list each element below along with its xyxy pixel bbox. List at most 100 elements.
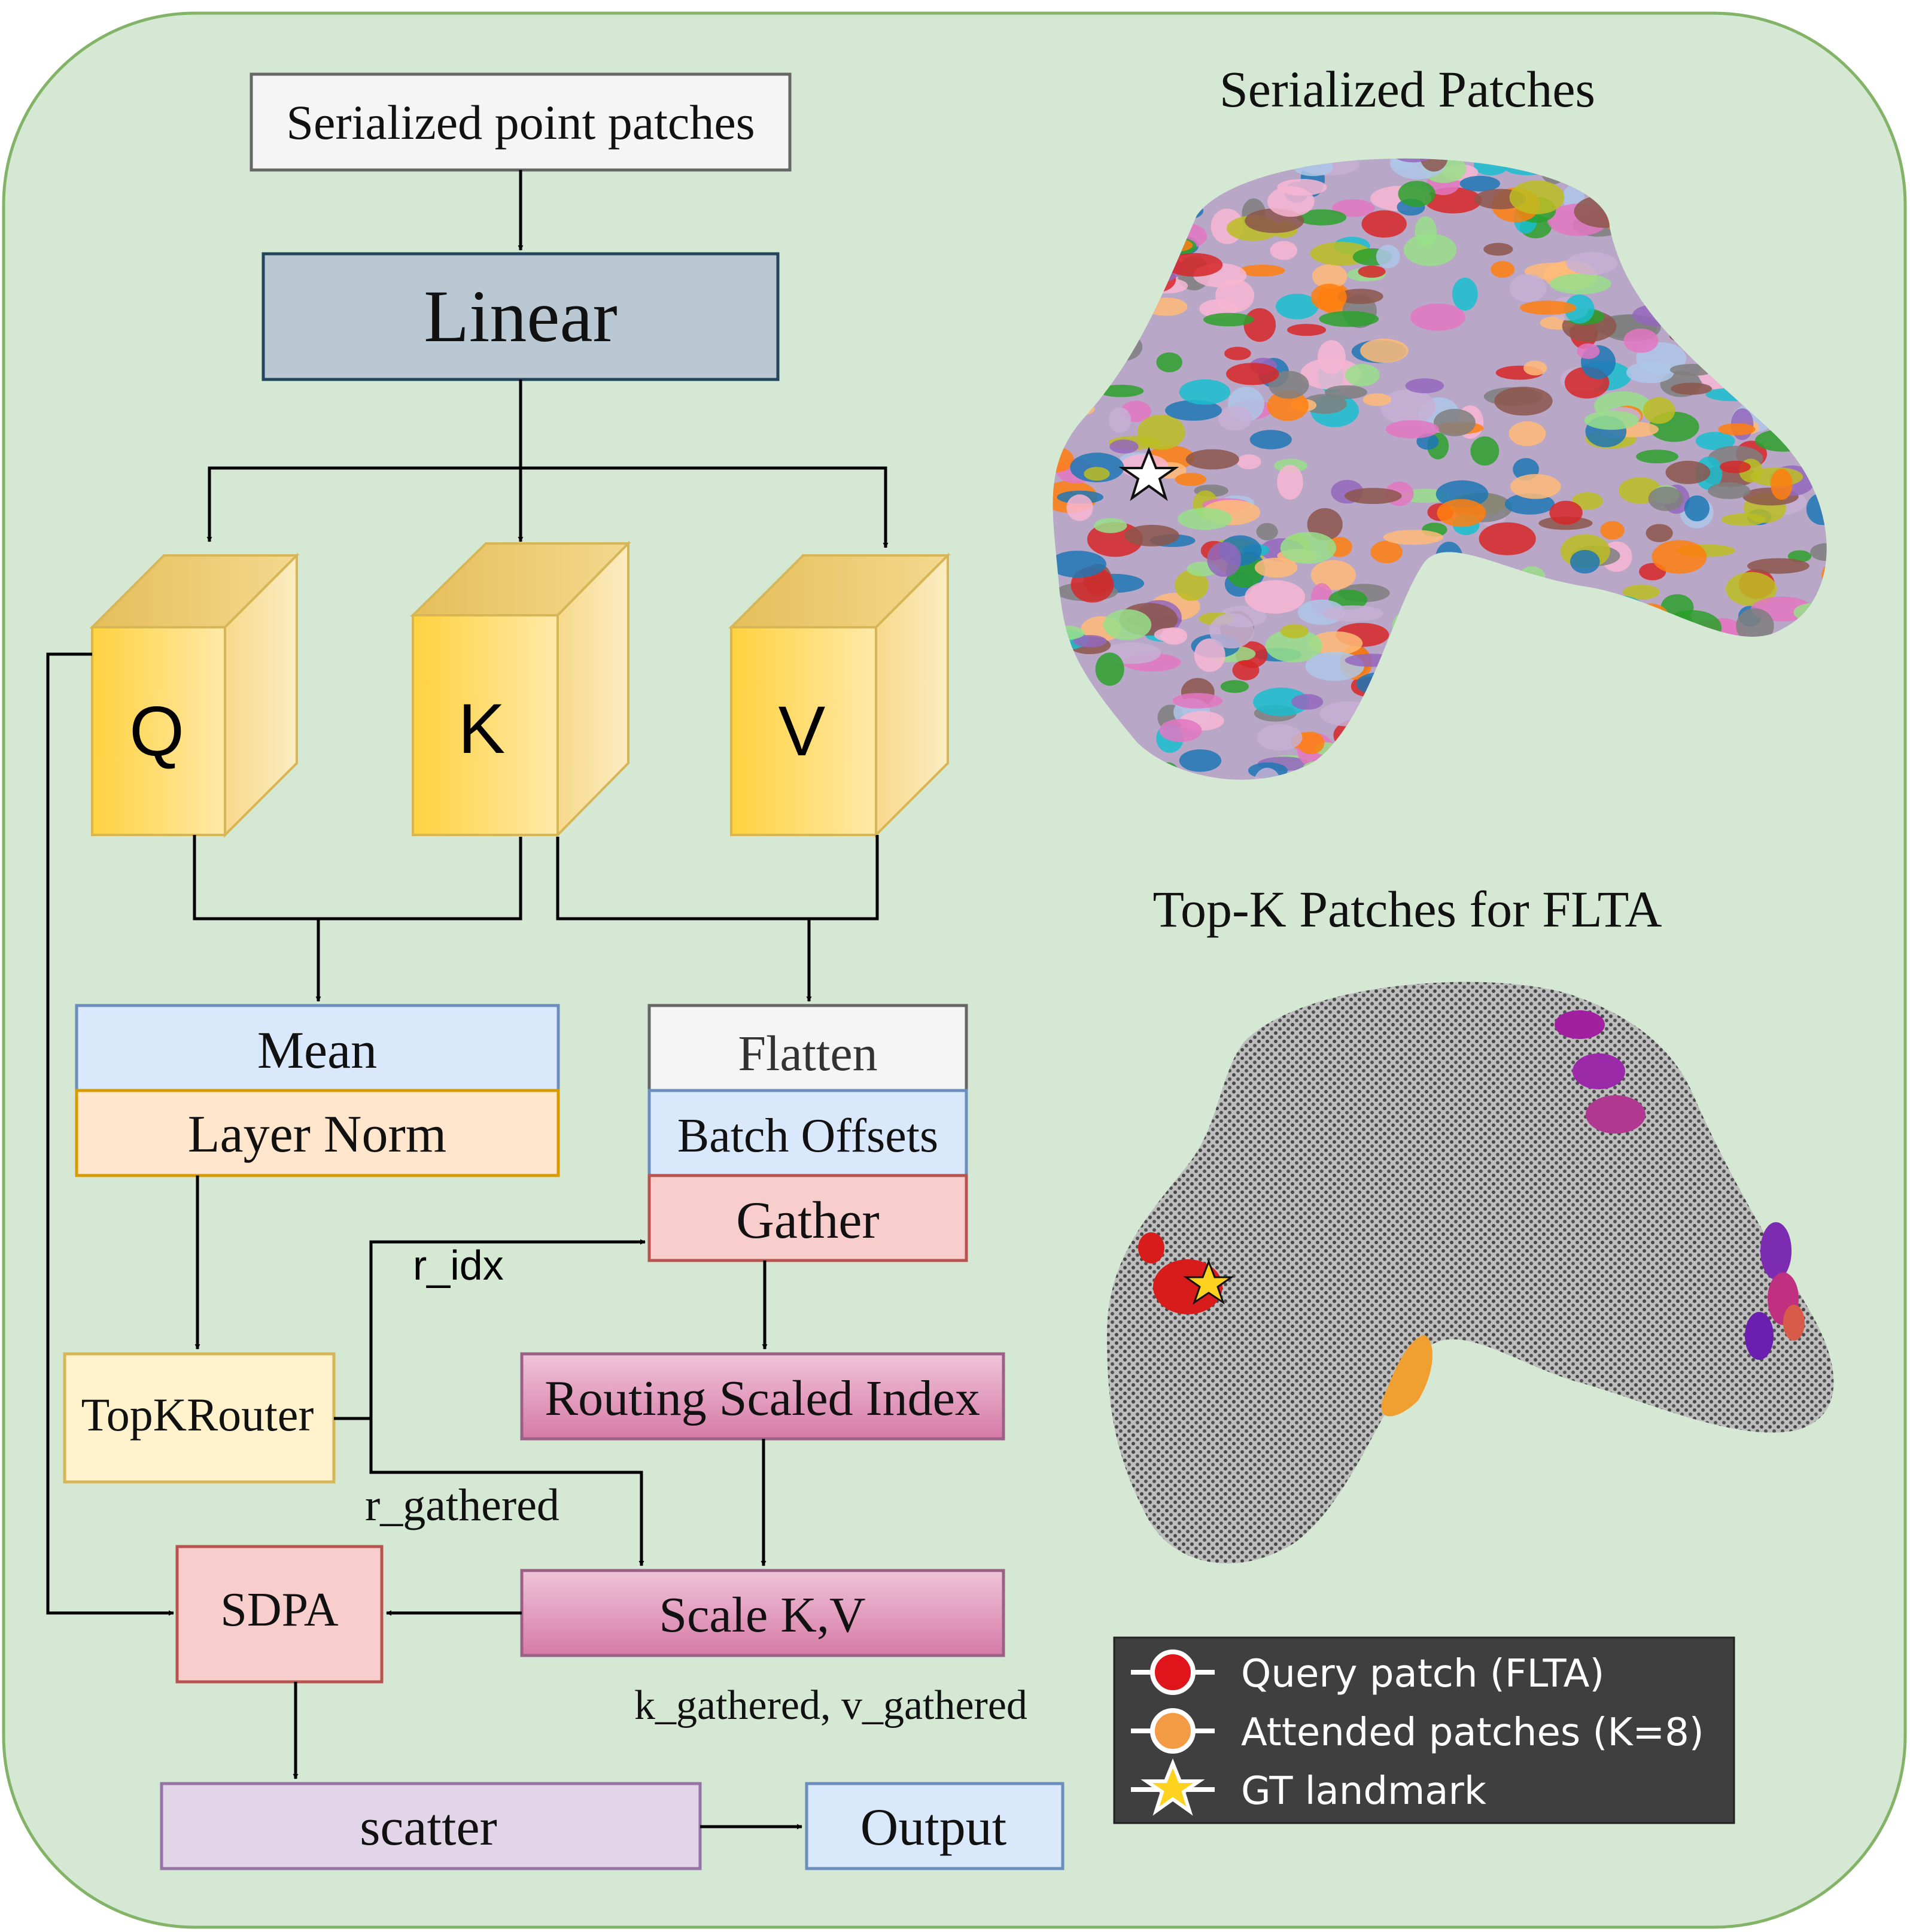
routing-scaled-index-label: Routing Scaled Index	[545, 1371, 980, 1426]
scatter-label: scatter	[360, 1799, 497, 1857]
point-patch	[1747, 558, 1809, 574]
point-patch	[1287, 324, 1327, 336]
output-label: Output	[860, 1799, 1006, 1857]
sdpa-box	[175, 1545, 384, 1684]
point-patch	[1220, 680, 1249, 693]
layer-norm-label: Layer Norm	[188, 1105, 446, 1164]
point-patch	[1319, 311, 1379, 327]
point-patch	[1165, 400, 1222, 421]
point-patch	[1226, 363, 1279, 385]
point-patch	[1652, 540, 1707, 574]
input-label: Serialized point patches	[286, 95, 755, 150]
point-patch	[1771, 469, 1793, 500]
sdpa-label: SDPA	[220, 1584, 338, 1636]
point-patch	[1736, 608, 1774, 644]
point-patch	[1337, 288, 1383, 305]
point-patch	[1175, 570, 1209, 601]
gather-label: Gather	[736, 1192, 879, 1250]
flatten-label: Flatten	[738, 1026, 877, 1082]
point-patch	[1312, 264, 1348, 289]
point-patch	[1159, 719, 1202, 742]
point-patch	[1721, 513, 1766, 526]
point-patch	[1398, 181, 1435, 207]
point-patch	[1310, 284, 1347, 311]
point-patch	[1584, 411, 1639, 430]
point-patch	[1345, 363, 1380, 387]
point-patch	[1194, 638, 1225, 672]
gt-landmark-star-icon	[1118, 446, 1179, 502]
point-patch	[1232, 660, 1260, 681]
point-patch	[1257, 724, 1303, 751]
legend-star-icon	[1140, 1758, 1205, 1816]
point-patch	[1291, 694, 1324, 710]
point-patch	[1600, 521, 1625, 540]
point-patch	[1577, 343, 1600, 359]
point-patch	[1383, 530, 1443, 545]
legend-item-gt-landmark: GT landmark	[1131, 1758, 1486, 1816]
point-patch	[1718, 423, 1756, 436]
point-patch	[1345, 488, 1402, 505]
point-patch	[1358, 265, 1386, 278]
point-patch	[1810, 543, 1827, 561]
point-patch	[1523, 360, 1547, 376]
point-patch	[1564, 294, 1595, 324]
point-patch	[1267, 390, 1309, 421]
point-patch	[1178, 508, 1232, 530]
point-patch	[1452, 277, 1478, 311]
point-patch	[1103, 609, 1152, 640]
legend-item-query: Query patch (FLTA)	[1131, 1650, 1604, 1696]
router-box	[63, 1352, 336, 1484]
point-patch	[1276, 293, 1319, 320]
point-patch	[1297, 209, 1347, 226]
mean-label: Mean	[257, 1022, 377, 1080]
point-patch	[1361, 210, 1407, 238]
batch-offsets-label: Batch Offsets	[677, 1110, 938, 1162]
point-patch	[1665, 460, 1711, 484]
layer-norm-box	[75, 1089, 560, 1177]
q-label: Q	[129, 692, 184, 771]
point-patch	[1073, 634, 1107, 648]
linear-label: Linear	[424, 275, 618, 357]
point-patch	[1053, 551, 1106, 578]
point-patch	[1332, 199, 1375, 217]
point-patch	[1509, 180, 1565, 214]
point-patch	[1245, 580, 1306, 614]
point-patch	[1243, 308, 1276, 342]
point-patch	[1403, 233, 1457, 266]
point-patch	[1253, 687, 1309, 716]
point-patch	[1419, 158, 1449, 172]
kv-gathered-label: k_gathered, v_gathered	[634, 1682, 1027, 1729]
point-patch	[1370, 540, 1403, 564]
legend-box	[1113, 1636, 1735, 1824]
point-patch	[1360, 338, 1409, 363]
r-gathered-label: r_gathered	[365, 1480, 559, 1530]
point-patch	[1309, 631, 1363, 655]
point-patch	[1239, 265, 1285, 277]
point-patch	[1405, 378, 1444, 394]
gt-landmark-star-icon-topk	[1183, 1259, 1234, 1305]
point-patch	[1218, 406, 1252, 431]
point-patch	[1224, 347, 1251, 360]
point-patch	[1671, 382, 1713, 395]
point-patch	[1109, 407, 1131, 433]
point-patch	[1179, 749, 1222, 772]
point-patch	[1207, 542, 1242, 577]
r-idx-label: r_idx	[413, 1242, 504, 1289]
v-cube: V	[728, 552, 951, 838]
point-patch	[1166, 253, 1223, 277]
point-patch	[1494, 387, 1553, 416]
legend-marker-query	[1150, 1650, 1196, 1695]
point-patch	[1437, 499, 1486, 527]
point-patch	[1300, 358, 1362, 390]
point-patch	[1571, 492, 1603, 510]
point-patch	[1504, 493, 1555, 515]
point-patch	[1380, 389, 1436, 425]
point-patch	[1509, 274, 1547, 302]
point-patch	[1098, 384, 1144, 397]
point-patch	[1549, 500, 1583, 525]
scale-kv-label: Scale K,V	[659, 1587, 865, 1643]
legend-marker-attended	[1150, 1708, 1196, 1754]
point-patch	[1156, 352, 1182, 373]
point-patch	[1459, 175, 1500, 192]
